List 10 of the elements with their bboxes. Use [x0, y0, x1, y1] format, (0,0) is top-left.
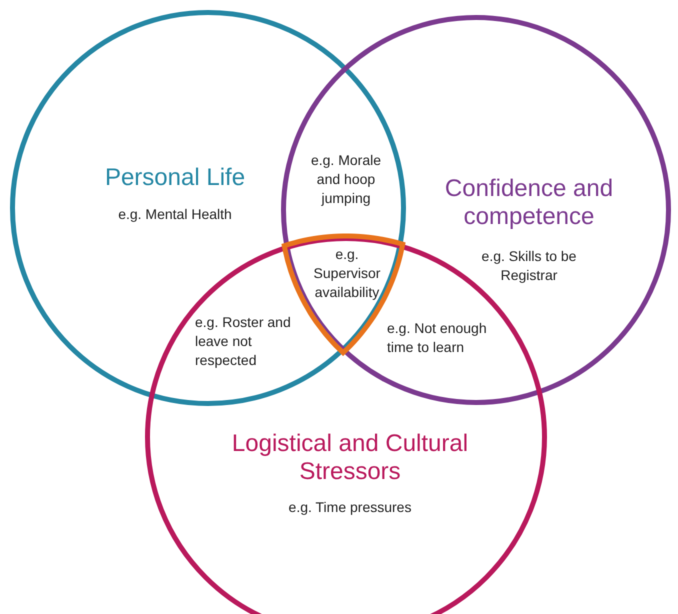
circle-heading: Personal Life [104, 164, 246, 192]
example-text: e.g. Time pressures [288, 498, 412, 517]
circle-heading: Logistical and Cultural Stressors [230, 430, 470, 486]
example-text: e.g. Morale and hoop jumping [310, 151, 382, 208]
example-text: e.g. Skills to be Registrar [480, 247, 578, 285]
example-text: e.g. Mental Health [117, 205, 233, 224]
example-text: e.g. Not enough time to learn [387, 319, 488, 357]
example-text: e.g. Supervisor availability [312, 245, 382, 302]
example-text: e.g. Roster and leave not respected [195, 313, 292, 370]
circle-heading: Confidence and competence [444, 175, 614, 231]
